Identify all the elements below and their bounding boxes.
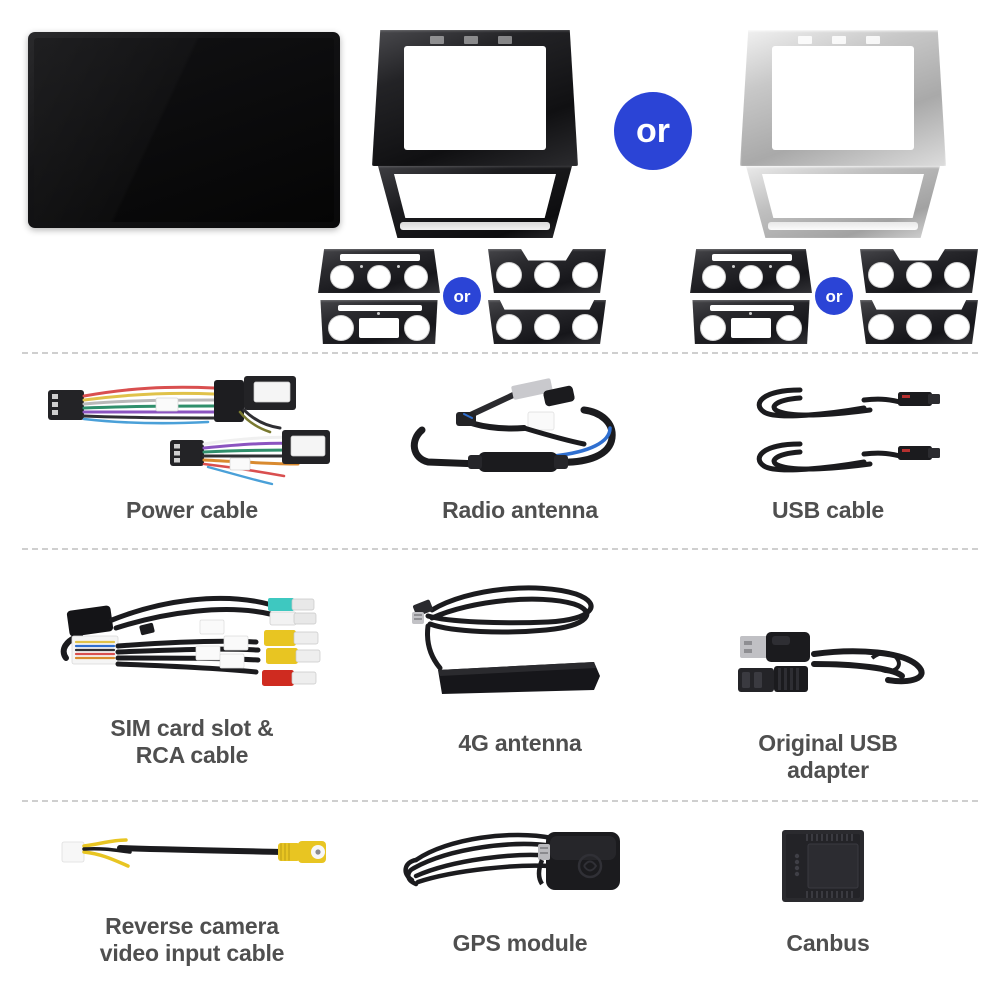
ac-climate-trim-panel [690, 249, 812, 293]
ac-panel-display-cutout [359, 318, 399, 338]
ac-panel-dot [397, 265, 400, 268]
usb-cable-label: USB cable [772, 497, 884, 523]
ac-knob-hole [702, 265, 726, 289]
usb-adapter-label: Original USB adapter [758, 730, 898, 784]
fascia-screen-opening [404, 46, 546, 150]
fascia-clip [832, 36, 846, 44]
ac-knob-hole [534, 262, 560, 288]
ac-panel-dot [769, 265, 772, 268]
fascia-clip [430, 36, 444, 44]
ac-knob-hole [404, 315, 430, 341]
ac-knob-hole [944, 314, 970, 340]
ac-panel-display-cutout [731, 318, 771, 338]
ac-climate-trim-panel [488, 300, 606, 344]
ac-knob-hole [944, 262, 970, 288]
gps-module [392, 822, 642, 898]
ac-panel-slot [710, 305, 794, 311]
ac-knob-hole [739, 265, 763, 289]
ac-knob-hole [496, 262, 522, 288]
fascia-clip [798, 36, 812, 44]
ac-knob-hole [496, 314, 522, 340]
fascia-clip [866, 36, 880, 44]
ac-knob-hole [906, 314, 932, 340]
fascia-bottom-slot [400, 222, 550, 230]
usb-cable [740, 378, 960, 483]
or-badge-ac-panel-left: or [443, 277, 481, 315]
ac-knob-hole [330, 265, 354, 289]
ac-knob-hole [572, 314, 598, 340]
sim-card-slot-and-rca-cable [42, 584, 362, 706]
black-dash-fascia-frame [368, 30, 582, 238]
fascia-clip [498, 36, 512, 44]
radio-antenna-label: Radio antenna [442, 497, 598, 523]
ac-knob-hole [868, 262, 894, 288]
or-badge-ac-panel-right: or [815, 277, 853, 315]
power-cable [18, 372, 338, 492]
ac-knob-hole [906, 262, 932, 288]
ac-knob-hole [700, 315, 726, 341]
4g-antenna-label: 4G antenna [458, 730, 582, 756]
ac-panel-slot [712, 254, 792, 261]
ac-panel-dot [377, 312, 380, 315]
ac-climate-trim-panel [860, 249, 978, 293]
fascia-bottom-slot [768, 222, 918, 230]
ac-knob-hole [534, 314, 560, 340]
ac-panel-dot [360, 265, 363, 268]
reverse-camera-cable-label: Reverse camera video input cable [99, 913, 285, 967]
radio-antenna [404, 378, 634, 486]
original-usb-adapter [722, 608, 942, 704]
fascia-bottom-opening [762, 174, 924, 218]
gps-module-label: GPS module [452, 930, 588, 956]
power-cable-label: Power cable [125, 497, 259, 523]
canbus-box [780, 828, 866, 904]
fascia-screen-opening [772, 46, 914, 150]
ac-panel-slot [338, 305, 422, 311]
ac-climate-trim-panel [320, 300, 438, 344]
canbus-label: Canbus [786, 930, 870, 956]
ac-climate-trim-panel [488, 249, 606, 293]
or-badge-fascia-choice: or [614, 92, 692, 170]
4g-antenna [398, 576, 628, 706]
ac-panel-slot [340, 254, 420, 261]
head-unit-display-glass [34, 38, 334, 222]
reverse-camera-video-input-cable [50, 826, 340, 886]
ac-climate-trim-panel [692, 300, 810, 344]
ac-knob-hole [776, 315, 802, 341]
fascia-clip [464, 36, 478, 44]
ac-knob-hole [328, 315, 354, 341]
ac-panel-dot [732, 265, 735, 268]
section-divider [22, 548, 978, 550]
fascia-bottom-opening [394, 174, 556, 218]
section-divider [22, 800, 978, 802]
ac-knob-hole [868, 314, 894, 340]
sim-rca-cable-label: SIM card slot & RCA cable [110, 715, 274, 769]
ac-knob-hole [572, 262, 598, 288]
ac-climate-trim-panel [318, 249, 440, 293]
silver-dash-fascia-frame [736, 30, 950, 238]
ac-knob-hole [367, 265, 391, 289]
ac-knob-hole [776, 265, 800, 289]
head-unit-screen [28, 32, 340, 228]
ac-knob-hole [404, 265, 428, 289]
ac-climate-trim-panel [860, 300, 978, 344]
ac-panel-dot [749, 312, 752, 315]
section-divider [22, 352, 978, 354]
